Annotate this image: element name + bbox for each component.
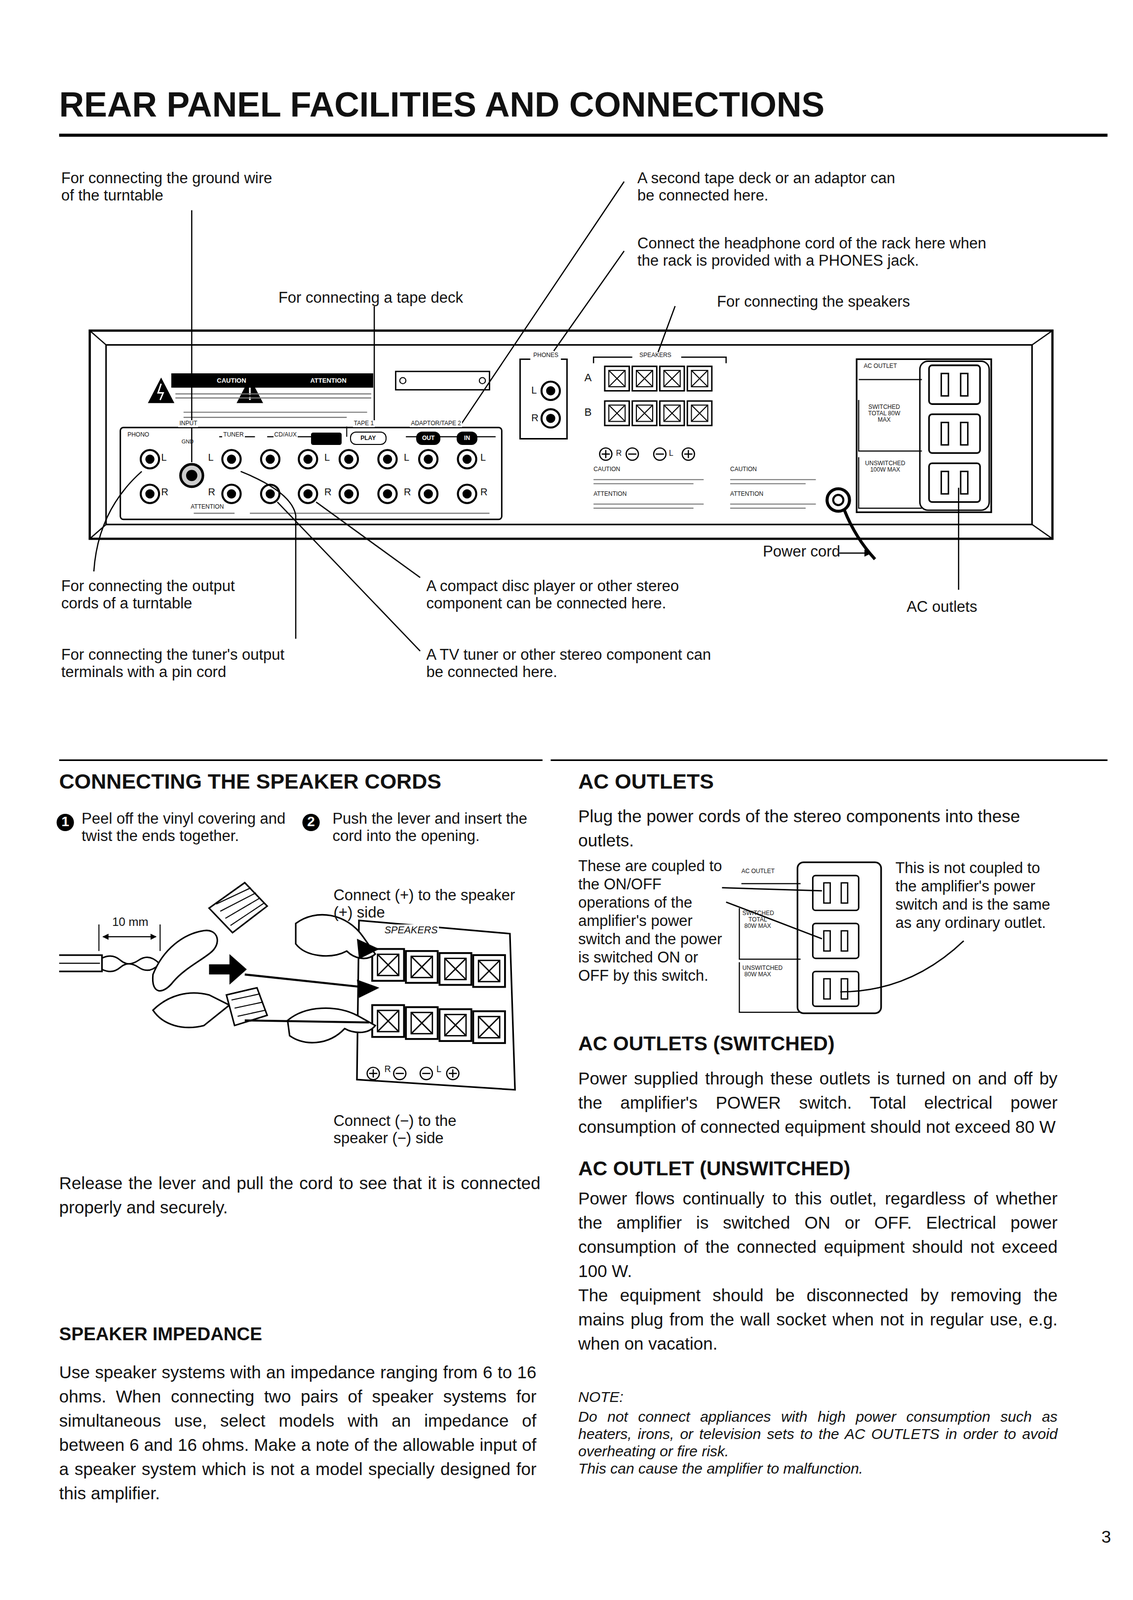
panel-marking: L [480, 451, 486, 464]
panel-marking: R [384, 1063, 391, 1075]
panel-marking: UNSWITCHED 100W MAX [859, 460, 911, 473]
label: Release the lever and pull the cord to s… [59, 1170, 541, 1219]
panel-marking: AC OUTLET [862, 362, 899, 370]
panel-marking: ATTENTION [593, 490, 627, 498]
label: Push the lever and insert the cord into … [332, 809, 537, 845]
heading: SPEAKER IMPEDANCE [59, 1323, 263, 1345]
label: Peel off the vinyl covering and twist th… [81, 809, 292, 845]
label: A compact disc player or other stereo co… [426, 577, 727, 612]
rear-panel [89, 330, 1053, 559]
panel-marking: ATTENTION [189, 503, 225, 511]
panel-marking: SWITCHED TOTAL 80W MAX [742, 909, 774, 930]
rules [59, 133, 1108, 761]
panel-marking: R [480, 486, 488, 498]
panel-marking: L [436, 1063, 442, 1075]
label: This can cause the amplifier to malfunct… [578, 1459, 1058, 1477]
panel-button: PLAY [350, 431, 387, 445]
panel-marking: L [403, 451, 410, 464]
panel-marking: L [668, 448, 674, 458]
heading: AC OUTLETS [578, 769, 714, 794]
heading: CONNECTING THE SPEAKER CORDS [59, 769, 442, 794]
heading: AC OUTLETS (SWITCHED) [578, 1031, 835, 1055]
label: Power cord [762, 542, 841, 560]
panel-marking: GND [181, 438, 194, 445]
panel-marking: B [584, 405, 592, 419]
panel-marking: UNSWITCHED 80W MAX [742, 964, 774, 978]
panel-marking: SPEAKERS [383, 924, 439, 936]
panel-marking: R [324, 486, 332, 498]
panel-marking: L [531, 384, 537, 396]
label: A TV tuner or other stereo component can… [426, 645, 730, 681]
label: For connecting the tuner's output termin… [61, 645, 329, 681]
node-text: ATTENTION [310, 376, 347, 385]
node-text: PLAY [360, 434, 376, 442]
panel-marking: CAUTION [730, 466, 757, 473]
warning-label: ATTENTION [283, 373, 374, 388]
step-number: 1 [57, 810, 74, 833]
label: 10 mm [112, 914, 149, 929]
panel-marking: L [324, 451, 330, 464]
panel-marking: ADAPTOR/TAPE 2 [409, 420, 463, 428]
speaker-cord-illustration [56, 813, 516, 1090]
panel-marking: CAUTION [593, 466, 621, 473]
panel-marking: R [403, 486, 411, 498]
panel-button: OUT [416, 431, 441, 445]
panel-marking: INPUT [178, 420, 198, 428]
label: For connecting the speakers [716, 292, 910, 311]
label: Power supplied through these outlets is … [578, 1065, 1058, 1139]
node-text: OUT [422, 434, 435, 442]
panel-marking: PHONES [532, 351, 560, 359]
page-title: REAR PANEL FACILITIES AND CONNECTIONS [59, 85, 825, 124]
panel-marking: SWITCHED TOTAL 80W MAX [861, 403, 907, 424]
label: NOTE: [578, 1387, 624, 1406]
label: This is not coupled to the amplifier's p… [895, 858, 1054, 932]
panel-marking: R [207, 486, 215, 498]
label: For connecting the output cords of a tur… [61, 577, 274, 612]
panel-marking: SPEAKERS [638, 351, 673, 359]
step-number: 2 [303, 810, 320, 833]
panel-marking: A [584, 371, 592, 384]
panel-marking: AC OUTLET [741, 867, 775, 875]
label: Power flows continually to this outlet, … [578, 1185, 1058, 1283]
warning-label: CAUTION [171, 373, 292, 388]
label: AC outlets [906, 597, 977, 616]
panel-marking: TAPE 1 [352, 420, 375, 428]
panel-button: IN [456, 431, 477, 445]
label: Do not connect appliances with high powe… [578, 1407, 1058, 1460]
panel-marking: R [616, 448, 623, 458]
panel-marking: L [160, 451, 167, 464]
panel-marking: ATTENTION [730, 490, 764, 498]
label: Connect the headphone cord of the rack h… [637, 234, 997, 270]
node-text: IN [464, 434, 470, 442]
label: The equipment should be disconnected by … [578, 1282, 1058, 1356]
node-text: CAUTION [216, 376, 246, 385]
label: Connect (−) to the speaker (−) side [333, 1111, 507, 1147]
label: These are coupled to the ON/OFF operatio… [578, 856, 723, 985]
label: For connecting the ground wire of the tu… [61, 169, 281, 204]
panel-marking: R [531, 412, 539, 424]
label: A second tape deck or an adaptor can be … [637, 169, 911, 204]
label: Connect (+) to the speaker (+) side [333, 886, 527, 921]
panel-marking: L [207, 451, 214, 464]
panel-marking: TUNER [222, 431, 245, 439]
label: Plug the power cords of the stereo compo… [578, 803, 1058, 853]
panel-marking: PHONO [126, 431, 151, 439]
label: 3 [1101, 1526, 1111, 1547]
panel-marking: CD/AUX [273, 431, 298, 439]
heading: AC OUTLET (UNSWITCHED) [578, 1156, 851, 1180]
panel-marking: R [160, 486, 168, 498]
label: Use speaker systems with an impedance ra… [59, 1359, 537, 1505]
label: For connecting a tape deck [278, 288, 464, 307]
